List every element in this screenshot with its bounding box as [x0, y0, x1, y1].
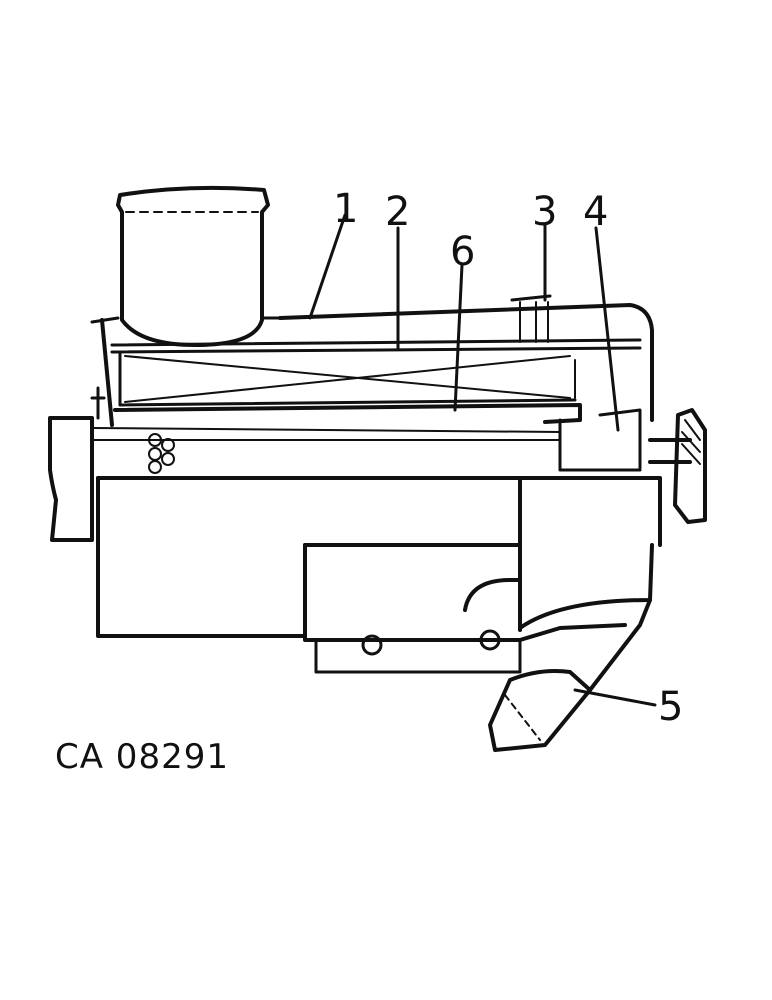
dust-unloader-valve	[488, 543, 654, 752]
callout-4: 4	[583, 189, 608, 235]
callout-2: 2	[385, 189, 410, 235]
left-outlet-pipe	[48, 386, 561, 542]
callout-5: 5	[658, 684, 683, 730]
callout-3: 3	[532, 189, 557, 235]
leader-5	[573, 688, 657, 707]
inlet-cup	[90, 185, 292, 347]
callout-1: 1	[333, 186, 358, 232]
leader-1	[308, 213, 347, 320]
leader-lines	[308, 213, 657, 707]
dust-cover	[303, 543, 522, 674]
leader-6	[453, 263, 464, 412]
callout-6: 6	[450, 229, 475, 275]
lower-body	[96, 408, 662, 638]
upper-housing	[100, 294, 654, 427]
leader-4	[594, 226, 620, 432]
wing-nut	[648, 408, 707, 524]
figure-code: CA 08291	[55, 737, 229, 777]
